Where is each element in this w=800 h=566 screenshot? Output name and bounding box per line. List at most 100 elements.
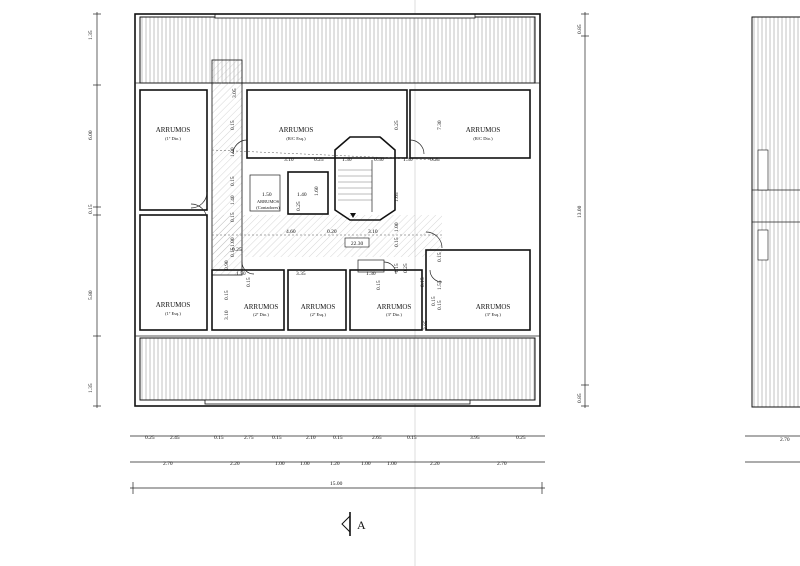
svg-text:2.70: 2.70 (780, 437, 790, 443)
svg-text:2.70: 2.70 (497, 461, 507, 467)
room-8-sub: (3º Dto.) (386, 312, 402, 317)
svg-text:3.10: 3.10 (224, 310, 230, 320)
svg-text:0.15: 0.15 (230, 212, 236, 222)
room-3-title: ARRUMOS (466, 126, 501, 134)
svg-text:1.00: 1.00 (230, 147, 236, 157)
svg-text:1.00: 1.00 (300, 461, 310, 467)
svg-text:0.90: 0.90 (224, 260, 230, 270)
svg-text:13.00: 13.00 (577, 205, 583, 218)
room-labels: ARRUMOS (1º Dto.) ARRUMOS (R/C Esq.) ARR… (156, 126, 511, 317)
room-9-sub: (3º Esq.) (485, 312, 501, 317)
svg-text:0.15: 0.15 (224, 290, 230, 300)
room-7-title: ARRUMOS (301, 303, 336, 311)
room-6-sub: (2º Dto.) (253, 312, 269, 317)
building-outline (134, 13, 541, 407)
area-box (344, 237, 370, 248)
svg-text:3.95: 3.95 (470, 435, 480, 441)
room-3-dto (349, 269, 423, 331)
corridor-horizontal (212, 215, 442, 257)
svg-text:0.15: 0.15 (333, 435, 343, 441)
svg-text:6.00: 6.00 (88, 130, 94, 140)
svg-text:4.60: 4.60 (286, 229, 296, 235)
cupboard (249, 174, 281, 212)
svg-text:0.15: 0.15 (214, 435, 224, 441)
svg-text:1.35: 1.35 (88, 383, 94, 393)
svg-text:0.15: 0.15 (230, 176, 236, 186)
room-2-dto (211, 269, 285, 331)
room-5-sub: (1º Esq.) (165, 311, 181, 316)
room-4-sub: (Contadores) (256, 205, 280, 210)
svg-text:2.20: 2.20 (230, 461, 240, 467)
svg-text:0.25: 0.25 (430, 157, 440, 163)
svg-text:0.25: 0.25 (232, 247, 242, 253)
partial-elevation: 2.70 (745, 16, 800, 463)
svg-text:0.50: 0.50 (374, 157, 384, 163)
svg-text:0.15: 0.15 (437, 252, 443, 262)
svg-text:1.00: 1.00 (387, 461, 397, 467)
room-2-sub: (R/C Esq.) (286, 136, 306, 141)
svg-text:2.75: 2.75 (244, 435, 254, 441)
svg-text:1.20: 1.20 (330, 461, 340, 467)
svg-text:1.30: 1.30 (342, 157, 352, 163)
svg-text:0.85: 0.85 (577, 24, 583, 34)
room-2-title: ARRUMOS (279, 126, 314, 134)
svg-text:0.20: 0.20 (327, 229, 337, 235)
svg-text:0.15: 0.15 (407, 435, 417, 441)
svg-text:0.15: 0.15 (420, 277, 426, 287)
svg-text:2.85: 2.85 (423, 320, 429, 330)
svg-text:1.30: 1.30 (403, 157, 413, 163)
svg-text:1.00: 1.00 (394, 222, 400, 232)
svg-text:3.10: 3.10 (284, 157, 294, 163)
svg-text:1.50: 1.50 (262, 192, 272, 198)
svg-text:3.05: 3.05 (232, 88, 238, 98)
svg-text:0.15: 0.15 (272, 435, 282, 441)
room-1-title: ARRUMOS (156, 126, 191, 134)
svg-text:1.65: 1.65 (394, 192, 400, 202)
room-rc-dto (409, 89, 531, 159)
room-1-esq (139, 214, 208, 331)
svg-text:3.10: 3.10 (368, 229, 378, 235)
bottom-dimension-row-2: 2.70 2.20 1.00 1.00 1.20 1.00 1.00 2.20 … (130, 461, 545, 467)
section-marker-label: A (357, 518, 366, 532)
svg-text:1.60: 1.60 (314, 186, 320, 196)
svg-text:2.65: 2.65 (372, 435, 382, 441)
stair-core (334, 136, 396, 221)
top-roof (139, 13, 536, 84)
svg-text:0.15: 0.15 (230, 247, 236, 257)
room-contadores (287, 171, 329, 215)
room-1-sub: (1º Dto.) (165, 136, 181, 141)
svg-text:2.10: 2.10 (306, 435, 316, 441)
cupboard-small (357, 259, 385, 273)
svg-text:0.85: 0.85 (577, 393, 583, 403)
room-3-sub: (R/C Dto.) (473, 136, 493, 141)
interior-dimensions: 3.05 0.15 1.00 0.15 1.40 0.15 1.00 0.15 … (224, 88, 443, 330)
svg-text:1.30: 1.30 (366, 271, 376, 277)
bottom-dimension-row-1: 0.25 2.45 0.15 2.75 0.15 2.10 0.15 2.65 … (130, 435, 545, 441)
svg-text:1.40: 1.40 (297, 192, 307, 198)
svg-text:1.15: 1.15 (394, 263, 400, 273)
room-3-esq (425, 249, 531, 331)
left-dimension-line: 1.35 6.00 0.15 5.80 1.35 (88, 12, 101, 408)
door-swings (190, 139, 443, 283)
room-rc-esq (246, 89, 408, 159)
svg-text:5.80: 5.80 (88, 290, 94, 300)
right-dimension-line: 0.85 13.00 0.85 (577, 12, 589, 408)
svg-text:7.30: 7.30 (437, 120, 443, 130)
svg-text:0.25: 0.25 (516, 435, 526, 441)
svg-text:2.70: 2.70 (163, 461, 173, 467)
room-8-title: ARRUMOS (377, 303, 412, 311)
svg-text:0.15: 0.15 (230, 120, 236, 130)
room-5-title: ARRUMOS (156, 301, 191, 309)
svg-text:1.50: 1.50 (236, 271, 246, 277)
svg-text:2.20: 2.20 (430, 461, 440, 467)
svg-text:1.35: 1.35 (88, 30, 94, 40)
svg-text:1.00: 1.00 (275, 461, 285, 467)
svg-text:0.25: 0.25 (314, 157, 324, 163)
svg-text:3.35: 3.35 (296, 271, 306, 277)
svg-text:0.15: 0.15 (246, 277, 252, 287)
section-marker: A (341, 512, 366, 536)
svg-text:1.00: 1.00 (361, 461, 371, 467)
room-7-sub: (2º Esq.) (310, 312, 326, 317)
svg-text:0.25: 0.25 (145, 435, 155, 441)
